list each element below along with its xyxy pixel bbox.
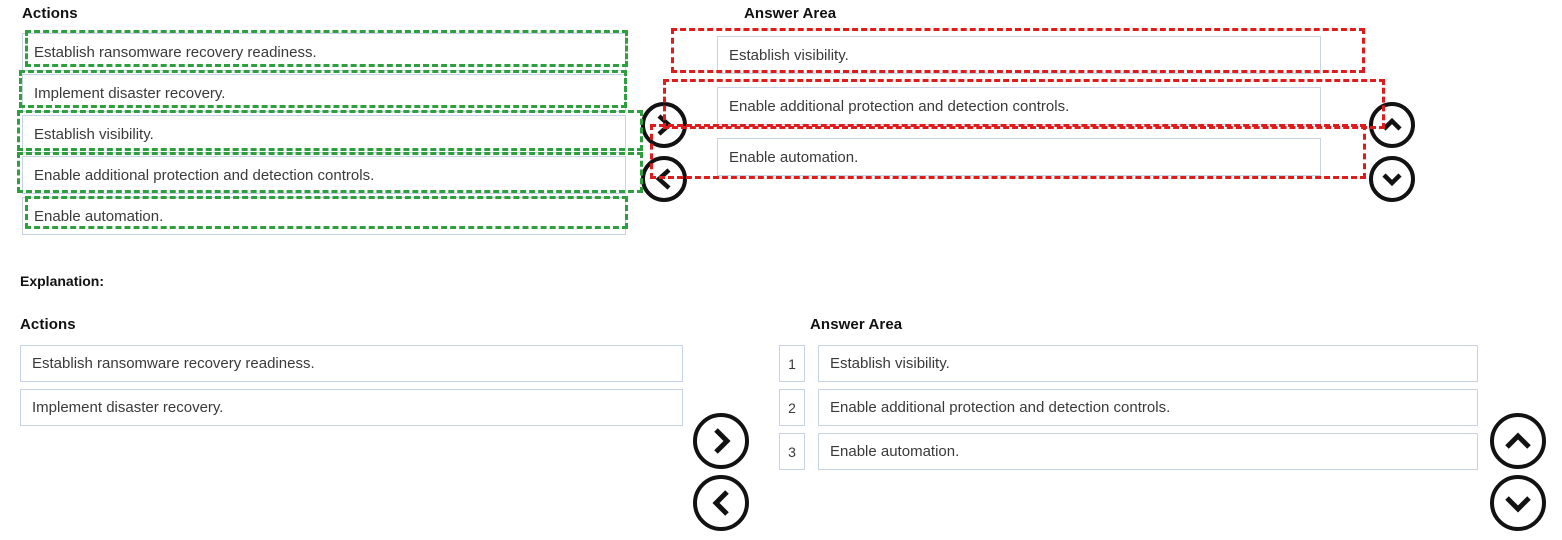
top-action-item-3[interactable]: Establish visibility. [22,115,626,153]
top-move-down-button[interactable] [1369,156,1415,202]
explanation-answer-item-2[interactable]: Enable additional protection and detecti… [818,389,1478,426]
top-answer-area-heading: Answer Area [744,5,837,22]
explanation-answer-area-heading: Answer Area [810,316,903,333]
top-action-item-5[interactable]: Enable automation. [22,197,626,235]
explanation-answer-item-1[interactable]: Establish visibility. [818,345,1478,382]
chevron-left-icon [655,168,671,190]
chevron-up-icon [1382,117,1402,131]
explanation-action-item-2[interactable]: Implement disaster recovery. [20,389,683,426]
top-action-item-1[interactable]: Establish ransomware recovery readiness. [22,33,626,71]
explanation-answer-number-3: 3 [779,433,805,470]
chevron-up-icon [1505,432,1531,449]
top-answer-item-2[interactable]: Enable additional protection and detecti… [717,87,1321,125]
explanation-move-right-button[interactable] [693,413,749,469]
chevron-right-icon [657,114,673,136]
explanation-label: Explanation: [20,273,105,289]
explanation-move-down-button[interactable] [1490,475,1546,531]
explanation-answer-number-2: 2 [779,389,805,426]
top-answer-item-1[interactable]: Establish visibility. [717,36,1321,74]
chevron-down-icon [1505,496,1531,513]
explanation-actions-heading: Actions [20,316,76,333]
chevron-down-icon [1382,173,1402,187]
top-action-item-2[interactable]: Implement disaster recovery. [22,74,626,112]
top-move-up-button[interactable] [1369,102,1415,148]
explanation-move-up-button[interactable] [1490,413,1546,469]
chevron-left-icon [712,490,729,516]
top-actions-heading: Actions [22,5,78,22]
top-move-right-button[interactable] [641,102,687,148]
top-move-left-button[interactable] [641,156,687,202]
top-action-item-4[interactable]: Enable additional protection and detecti… [22,156,626,194]
top-answer-item-3[interactable]: Enable automation. [717,138,1321,176]
chevron-right-icon [714,428,731,454]
explanation-answer-item-3[interactable]: Enable automation. [818,433,1478,470]
explanation-action-item-1[interactable]: Establish ransomware recovery readiness. [20,345,683,382]
explanation-answer-number-1: 1 [779,345,805,382]
explanation-move-left-button[interactable] [693,475,749,531]
